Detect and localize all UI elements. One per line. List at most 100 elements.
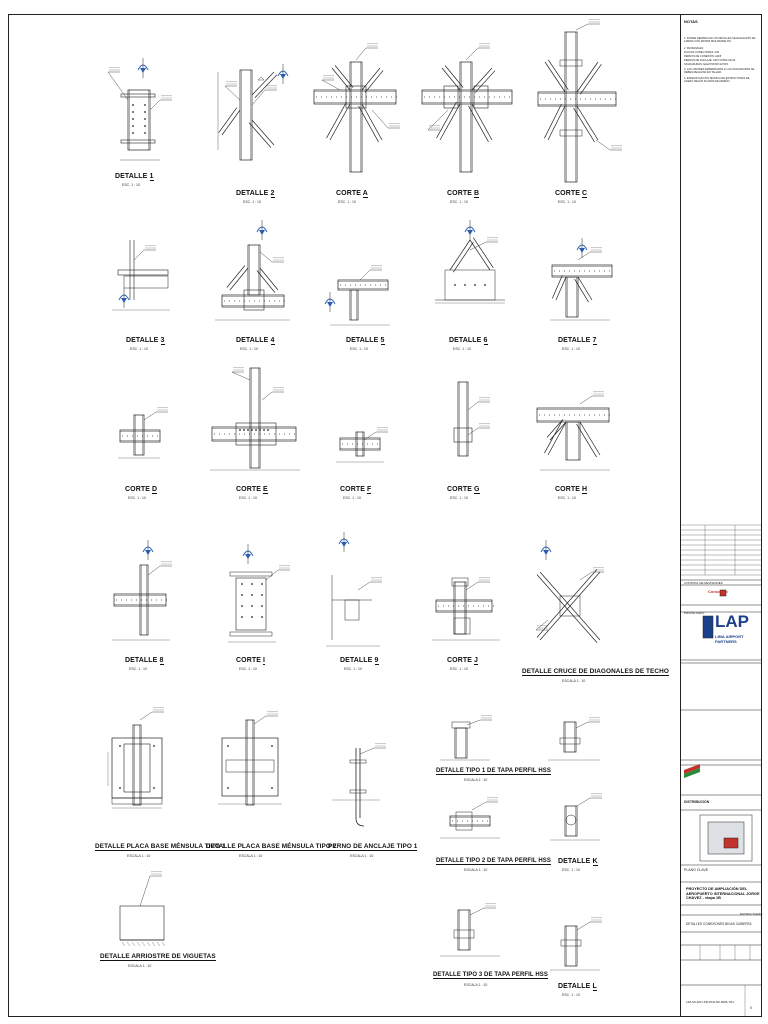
- detail-1-graphic: [107, 58, 172, 161]
- key-plan-label: PLANO CLAVE: [684, 868, 709, 872]
- detail-scale-k: ESC. 1 : 10: [562, 868, 580, 872]
- corte-scale-d: ESC. 1 : 10: [128, 496, 146, 500]
- corte-scale-g: ESC. 1 : 10: [450, 496, 468, 500]
- placa-base-2-graphic: [218, 711, 282, 806]
- corte-scale-h: ESC. 1 : 10: [558, 496, 576, 500]
- title-block: NOTAS 1. DONDE DEMARCAN LOS DETALLES SE …: [681, 14, 762, 1017]
- corte-d-graphic: [118, 407, 168, 459]
- corte-caption-d: CORTE D: [125, 486, 158, 494]
- detail-caption-3: DETALLE 3: [126, 337, 165, 345]
- note-2: 2. MATERIALES:: [684, 47, 704, 50]
- placa-base-1-graphic: [107, 707, 164, 809]
- sheet-title: DETALLES CONEXIONES BIGAS CUBIERTA: [686, 922, 752, 926]
- title-tapa-hss-2: DETALLE TIPO 2 DE TAPA PERFIL HSS: [436, 858, 551, 865]
- corte-b-graphic: [421, 43, 513, 173]
- detail-k-top-graphic: [548, 717, 600, 761]
- note-1: 1. DONDE DEMARCAN LOS DETALLES SE ELEVAC…: [684, 37, 756, 44]
- lap-logo-subtitle: LIMA AIRPORT PARTNERS: [715, 634, 744, 644]
- detail-8-graphic: [112, 540, 172, 641]
- corte-i-graphic: [228, 544, 290, 643]
- corte-caption-h: CORTE H: [555, 486, 588, 494]
- detail-scale-9: ESC. 1 : 10: [344, 667, 362, 671]
- corte-caption-i: CORTE I: [236, 657, 266, 665]
- tapa-hss-2-graphic: [440, 797, 500, 839]
- sheet-code: LIM-SC-EST-PR-PAN-5D-0005-7D1: [686, 1000, 734, 1004]
- revisions-label: CONTROL DE REVISIONES: [684, 581, 723, 585]
- detail-4-graphic: [215, 220, 290, 321]
- title-tapa-hss-1: DETALLE TIPO 1 DE TAPA PERFIL HSS: [436, 768, 551, 775]
- detail-caption-5: DETALLE 5: [346, 337, 385, 345]
- corte-scale-a: ESC. 1 : 10: [338, 200, 356, 204]
- scale-arriostre-viguetas: ESCALA 1 : 10: [128, 964, 152, 968]
- perno-anclaje-graphic: [332, 743, 386, 827]
- corte-caption-j: CORTE J: [447, 657, 479, 665]
- detail-scale-6: ESC. 1 : 10: [453, 347, 471, 351]
- corte-scale-i: ESC. 1 : 10: [239, 667, 257, 671]
- detail-scale-3: ESC. 1 : 10: [130, 347, 148, 351]
- detail-6-graphic: [435, 220, 505, 304]
- detail-caption-1: DETALLE 1: [115, 173, 154, 181]
- corte-g-graphic: [453, 381, 490, 457]
- corte-f-graphic: [336, 427, 388, 463]
- detail-5-graphic: [324, 265, 390, 326]
- detail-scale-7: ESC. 1 : 10: [562, 347, 580, 351]
- detail-3-graphic: [112, 240, 170, 311]
- detail-caption-2: DETALLE 2: [236, 190, 275, 198]
- consultant-name: Consorcio: [708, 589, 728, 594]
- project-name: PROYECTO DE AMPLIACIÓN DEL AEROPUERTO IN…: [686, 887, 760, 901]
- scale-placa-base-1: ESCALA 1 : 10: [127, 854, 151, 858]
- corte-caption-c: CORTE C: [555, 190, 588, 198]
- lap-logo-text: LAP: [715, 612, 749, 631]
- detail-caption-k: DETALLE K: [558, 858, 598, 866]
- scale-cruce-diagonales: ESCALA 1 : 10: [562, 679, 586, 683]
- owner-label: PROPIETARIO: [684, 611, 705, 615]
- scale-tapa-hss-3: ESCALA 1 : 10: [464, 983, 488, 987]
- detail-scale-5: ESC. 1 : 10: [350, 347, 368, 351]
- detail-9-graphic: [326, 532, 382, 647]
- corte-caption-g: CORTE G: [447, 486, 480, 494]
- detail-caption-8: DETALLE 8: [125, 657, 164, 665]
- drawing-border: [8, 14, 681, 1017]
- corte-scale-e: ESC. 1 : 10: [239, 496, 257, 500]
- title-tapa-hss-3: DETALLE TIPO 3 DE TAPA PERFIL HSS: [433, 972, 548, 979]
- corte-caption-b: CORTE B: [447, 190, 480, 198]
- distribution-label: DISTRIBUCIÓN: [684, 800, 710, 804]
- detail-2-graphic: [217, 64, 289, 161]
- scale-tapa-hss-2: ESCALA 1 : 10: [464, 868, 488, 872]
- corte-caption-e: CORTE E: [236, 486, 268, 494]
- detail-l-graphic: [550, 917, 602, 971]
- corte-h-graphic: [536, 391, 610, 471]
- note-3: PLACAS CONECTORAS: A36: [684, 51, 720, 54]
- detail-k-graphic: [550, 793, 602, 841]
- detail-scale-8: ESC. 1 : 10: [129, 667, 147, 671]
- note-6: SOLDADURAS: ELECTRODO E70XX: [684, 63, 729, 66]
- detail-caption-7: DETALLE 7: [558, 337, 597, 345]
- note-4: PERNOS DE CONEXIÓN: A325: [684, 55, 722, 58]
- cruce-diagonales-graphic: [535, 540, 604, 643]
- corte-e-graphic: [210, 367, 300, 471]
- arriostre-viguetas-graphic: [119, 871, 166, 947]
- scale-perno-anclaje: ESCALA 1 : 10: [350, 854, 374, 858]
- title-cruce-diagonales: DETALLE CRUCE DE DIAGONALES DE TECHO: [522, 668, 669, 676]
- corte-scale-j: ESC. 1 : 10: [450, 667, 468, 671]
- corte-scale-f: ESC. 1 : 10: [343, 496, 361, 500]
- scale-placa-base-2: ESCALA 1 : 10: [239, 854, 263, 858]
- tapa-hss-3-graphic: [440, 903, 500, 957]
- detail-scale-l: ESC. 1 : 10: [562, 993, 580, 997]
- corte-scale-c: ESC. 1 : 10: [558, 200, 576, 204]
- title-perno-anclaje: PERNO DE ANCLAJE TIPO 1: [328, 843, 418, 851]
- tapa-hss-1-graphic: [440, 715, 492, 761]
- title-placa-base-1: DETALLE PLACA BASE MÉNSULA TIPO 1: [95, 843, 226, 851]
- detail-caption-4: DETALLE 4: [236, 337, 275, 345]
- detail-scale-1: ESC. 1 : 10: [122, 183, 140, 187]
- detail-scale-2: ESC. 1 : 10: [243, 200, 261, 204]
- corte-scale-b: ESC. 1 : 10: [450, 200, 468, 204]
- detail-caption-l: DETALLE L: [558, 983, 597, 991]
- notes-heading: NOTAS: [684, 19, 698, 24]
- scale-tapa-hss-1: ESCALA 1 : 10: [464, 778, 488, 782]
- corte-j-graphic: [432, 577, 500, 641]
- discipline: ESTRUCTURAS: [740, 912, 763, 916]
